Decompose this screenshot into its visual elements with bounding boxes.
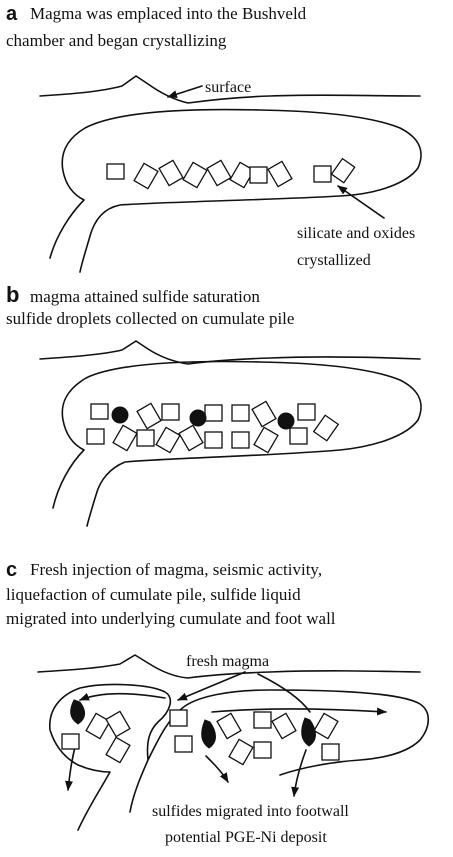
panel-b-surface-line	[40, 341, 420, 364]
crystal	[322, 744, 339, 760]
crystal	[272, 713, 296, 738]
crystal	[232, 405, 249, 421]
crystal	[268, 161, 292, 186]
center-footwall-arrow	[206, 756, 228, 782]
crystal	[134, 163, 158, 188]
sulfide-droplet	[190, 410, 206, 426]
crystal	[217, 713, 241, 738]
crystal	[232, 432, 249, 448]
panel-a-caption-line1: Magma was emplaced into the Bushveld	[30, 4, 307, 23]
panel-a-chamber-outline	[50, 110, 421, 272]
sulfide-drop	[202, 720, 216, 748]
panel-b: b magma attained sulfide saturation sulf…	[6, 282, 421, 526]
crystal	[290, 428, 307, 444]
crystal	[87, 429, 104, 444]
sulfide-drop	[302, 718, 316, 746]
panel-a-surface-arrow	[168, 86, 202, 97]
panel-a-crystal-label-line2: crystallized	[297, 252, 371, 269]
fresh-magma-flow	[258, 674, 310, 712]
crystal	[205, 432, 222, 448]
panel-c-caption-line2: liquefaction of cumulate pile, sulfide l…	[6, 585, 301, 604]
crystal	[229, 739, 253, 764]
crystal	[250, 167, 267, 183]
crystal	[91, 404, 108, 419]
crystal	[254, 742, 271, 758]
panel-c-fresh-magma-label: fresh magma	[186, 653, 269, 670]
crystal	[159, 160, 183, 185]
crystal	[314, 713, 338, 738]
panel-b-caption-line2: sulfide droplets collected on cumulate p…	[6, 309, 294, 328]
left-chamber-flow-arrow	[80, 694, 165, 700]
crystal	[254, 427, 278, 452]
panel-c: c Fresh injection of magma, seismic acti…	[6, 559, 428, 846]
crystal	[205, 405, 222, 421]
right-chamber-flow-arrow	[212, 709, 386, 712]
panel-a-crystal-label-line1: silicate and oxides	[297, 225, 415, 242]
panel-b-letter: b	[6, 282, 19, 307]
crystal	[107, 164, 124, 179]
crystal	[175, 736, 192, 752]
panel-a-letter: a	[6, 3, 18, 25]
sulfide-droplet	[278, 413, 294, 429]
panel-c-crystals	[62, 710, 339, 765]
panel-c-footwall-label-line2: potential PGE-Ni deposit	[165, 829, 327, 846]
crystal	[113, 425, 137, 450]
panel-a-surface-label: surface	[205, 79, 251, 96]
crystal	[314, 166, 331, 182]
crystal	[106, 737, 130, 762]
panel-a-crystals	[107, 159, 355, 189]
panel-a: a Magma was emplaced into the Bushveld c…	[6, 3, 421, 272]
crystal	[252, 401, 276, 426]
crystal	[162, 404, 179, 420]
crystal	[170, 710, 187, 726]
crystal	[62, 734, 79, 749]
panel-c-caption-line3: migrated into underlying cumulate and fo…	[6, 609, 336, 628]
crystal	[179, 425, 203, 450]
right-footwall-arrow	[294, 750, 306, 796]
crystal	[332, 159, 355, 183]
crystal	[156, 427, 180, 452]
panel-a-caption-line2: chamber and began crystallizing	[6, 31, 227, 50]
crystal	[106, 711, 130, 736]
sulfide-droplet	[112, 407, 128, 423]
sulfide-drop	[71, 700, 85, 724]
panel-b-caption-line1: magma attained sulfide saturation	[30, 287, 260, 306]
crystal	[298, 404, 315, 420]
crystal	[86, 713, 110, 738]
panel-c-letter: c	[6, 559, 17, 581]
panel-c-caption-line1: Fresh injection of magma, seismic activi…	[30, 560, 322, 579]
crystal	[183, 162, 207, 187]
crystal	[137, 430, 154, 446]
crystal	[254, 712, 271, 728]
panel-c-footwall-label-line1: sulfides migrated into footwall	[152, 803, 349, 820]
crystal	[314, 415, 339, 441]
crystal	[137, 403, 161, 428]
crystal	[207, 160, 231, 185]
